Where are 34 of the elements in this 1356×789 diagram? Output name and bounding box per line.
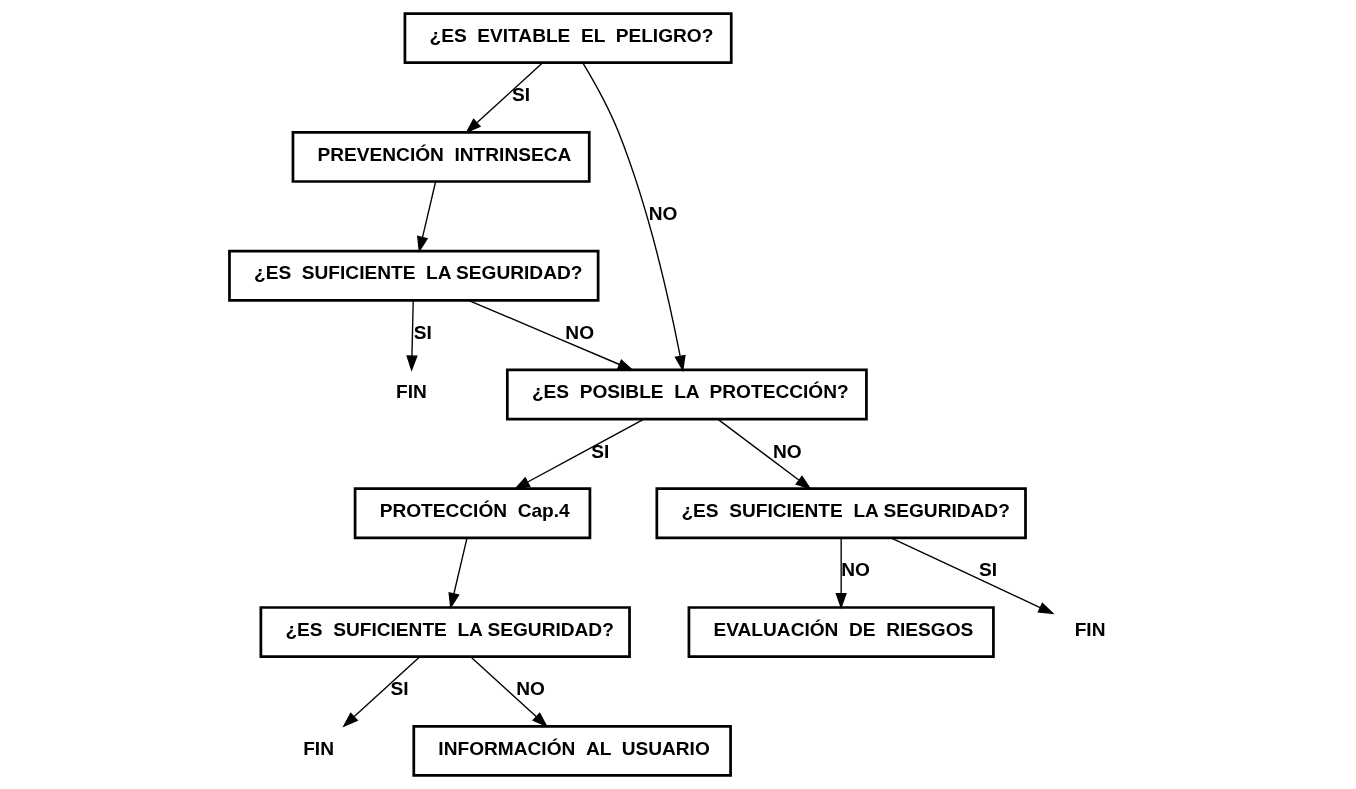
node-text: FIN (1074, 618, 1106, 640)
node-box: ¿ES POSIBLE LA PROTECCIÓN? (505, 368, 868, 421)
edge-label: NO (516, 678, 545, 700)
node-box: ¿ES SUFICIENTE LA SEGURIDAD? (228, 249, 600, 302)
node-box: ¿ES SUFICIENTE LA SEGURIDAD? (655, 487, 1027, 540)
node-text: FIN (303, 737, 334, 759)
edge-label: SI (512, 84, 531, 106)
node-box: ¿ES SUFICIENTE LA SEGURIDAD? (259, 606, 631, 659)
arrow (465, 62, 544, 134)
arrow (890, 537, 1055, 615)
node-box: PREVENCIÓN INTRINSECA (291, 130, 591, 183)
node-box: INFORMACIÓN AL USUARIO (412, 724, 732, 777)
arrow (717, 418, 812, 490)
arrow (417, 181, 437, 253)
node-text: FIN (396, 381, 427, 403)
arrow (448, 537, 468, 610)
edge-label: SI (591, 440, 610, 462)
edge-label: NO (772, 440, 802, 462)
edge-label: NO (565, 321, 595, 343)
arrow (582, 62, 686, 372)
node-box: ¿ES EVITABLE EL PELIGRO? (403, 12, 733, 65)
arrow (835, 537, 847, 610)
edge-label: SI (979, 559, 998, 581)
edge-label: SI (413, 321, 432, 343)
edge-label: SI (390, 678, 409, 700)
arrow (406, 299, 418, 372)
arrow (468, 299, 635, 371)
node-box: EVALUACIÓN DE RIESGOS (687, 606, 995, 659)
arrow (470, 656, 549, 728)
node-box: PROTECCIÓN Cap.4 (353, 487, 592, 540)
arrow (342, 656, 421, 728)
edge-label: NO (841, 559, 870, 581)
arrow (513, 418, 645, 490)
edge-label: NO (648, 203, 678, 224)
